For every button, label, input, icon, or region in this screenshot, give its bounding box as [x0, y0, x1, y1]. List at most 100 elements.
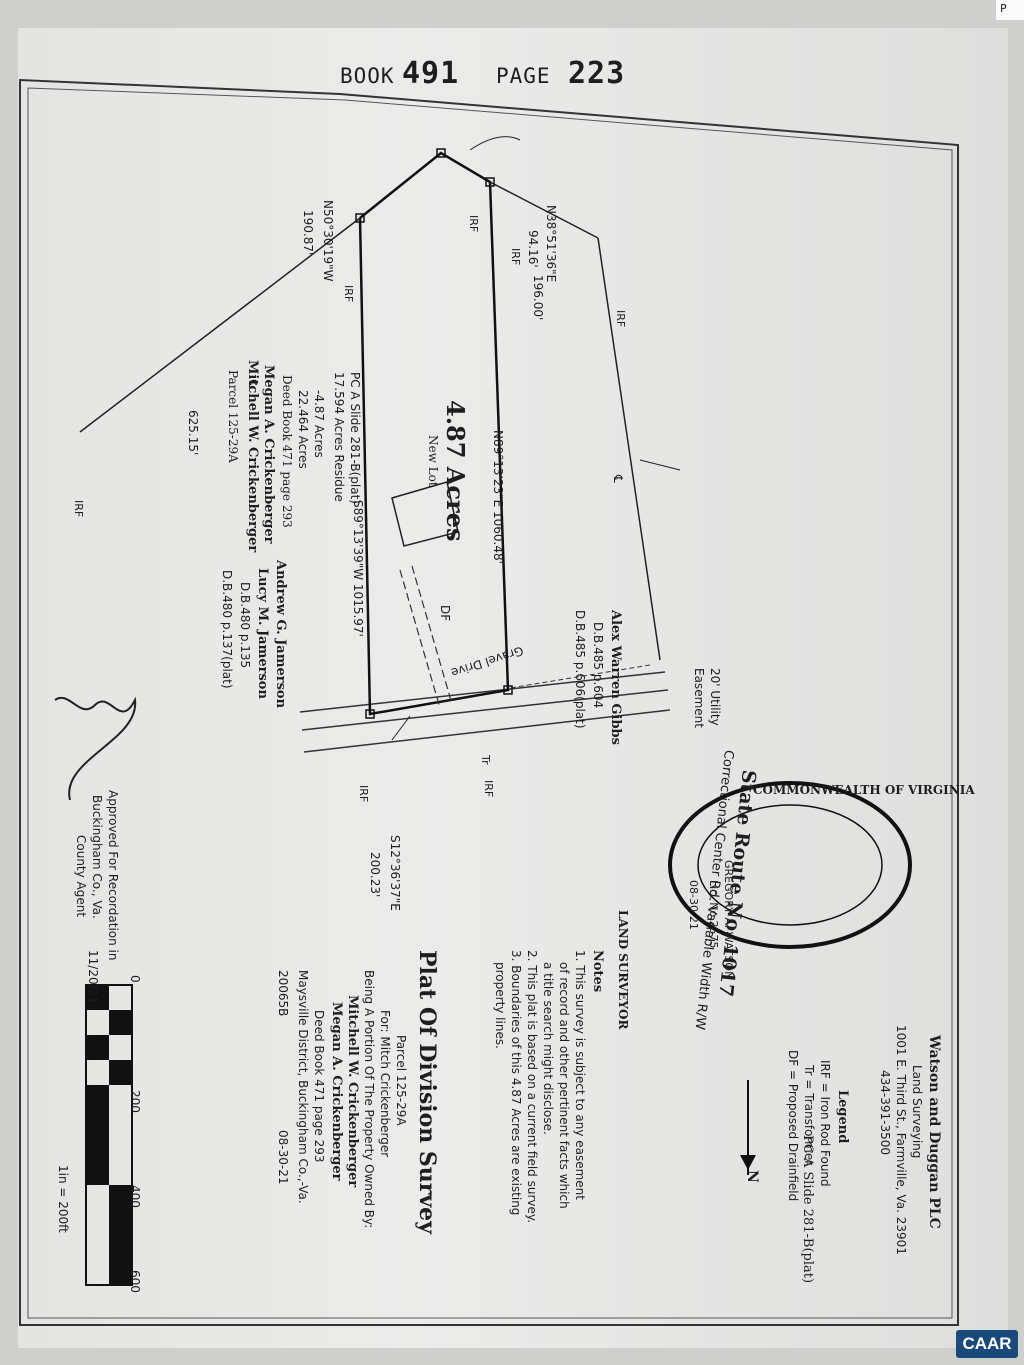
title-owner-2: Megan A. Crickenberger	[329, 1002, 344, 1181]
bearing-s12: S12°36'37"E	[388, 835, 402, 911]
approval-line-2: Buckingham Co., Va.	[90, 795, 104, 919]
bearing-n89: N89°13'23"E 1060.48'	[491, 430, 505, 564]
distance-196: 196.00'	[531, 275, 545, 321]
parcel-line	[597, 237, 661, 661]
distance-625: 625.15'	[186, 410, 200, 456]
page-label: PAGE	[496, 64, 551, 88]
lot-acres: 4.87 Acres	[441, 400, 470, 542]
note-3b: property lines.	[493, 962, 507, 1049]
title-for: For: Mitch Crickenberger	[378, 1010, 392, 1158]
slide-reference: PC A Slide 281-B(plat)	[800, 1135, 815, 1284]
plat-border	[19, 78, 959, 1326]
plat-title: Plat Of Division Survey	[414, 950, 440, 1234]
bearing-n50: N50°30'19"W	[321, 200, 335, 282]
tick-mark	[639, 459, 681, 471]
lot-boundary	[358, 151, 510, 716]
irf-label: IRF	[72, 500, 85, 518]
jamerson-deed-2: D.B.480 p.137(plat)	[220, 570, 234, 689]
parcel-deed: Deed Book 471 page 293	[280, 375, 294, 528]
centerline-symbol: ℄	[611, 475, 625, 483]
parcel-number: Parcel 125-29A	[226, 370, 240, 463]
firm-sub: Land Surveying	[910, 1065, 924, 1159]
irf-marker	[365, 709, 375, 719]
note-1a: 1. This survey is subject to any easemen…	[573, 950, 587, 1200]
bearing-n38: N38°51'36"E	[544, 205, 558, 283]
irf-marker	[503, 685, 513, 695]
irf-label: IRF	[357, 785, 370, 803]
book-page-header: BOOK 491 PAGE 223	[340, 56, 660, 104]
title-district: Maysville District, Buckingham Co.,-Va.	[296, 970, 310, 1204]
approval-line-3: County Agent	[74, 835, 88, 918]
leader-arrow	[469, 136, 521, 151]
seal-bottom-text: LAND SURVEYOR	[616, 910, 630, 1030]
note-1b: of record and other pertinent facts whic…	[557, 962, 571, 1209]
title-parcel: Parcel 125-29A	[394, 1035, 408, 1126]
north-arrow-head	[740, 1155, 756, 1170]
parcel-owner-2: Megan A. Crickenberger	[261, 365, 276, 544]
title-owner-1: Mitchell W. Crickenberger	[345, 995, 360, 1188]
road-line	[299, 671, 666, 713]
seal-license: Lic. No.2575	[707, 880, 720, 949]
bearing-n38-distance: 94.16'	[526, 230, 540, 268]
road-line	[301, 689, 669, 731]
easement-label-2: Easement	[692, 668, 706, 728]
legend-irf: IRF = Iron Rod Found	[818, 1060, 832, 1187]
legend-title: Legend	[835, 1090, 850, 1144]
irf-label: IRF	[467, 215, 480, 233]
seal-top-text: COMMONWEALTH OF VIRGINIA	[753, 783, 975, 797]
drainfield-label: DF	[438, 605, 452, 622]
irf-label: IRF	[614, 310, 627, 328]
parcel-residue: 17.594 Acres Residue	[332, 372, 346, 502]
new-lot-label: New Lot	[426, 435, 440, 487]
approval-signature	[54, 696, 137, 801]
book-label: BOOK	[340, 64, 395, 88]
title-date: 08-30-21	[276, 1130, 290, 1185]
notes-title: Notes	[590, 950, 605, 993]
gibbs-deed-2: D.B.485 p.606(plat)	[573, 610, 587, 729]
caar-watermark: CAAR	[956, 1330, 1018, 1358]
title-portion: Being A Portion Of The Property Owned By…	[362, 970, 376, 1229]
scale-label-0: 0	[128, 975, 142, 983]
bearing-s12-distance: 200.23'	[368, 852, 382, 898]
irf-marker	[436, 148, 446, 158]
jamerson-deed-1: D.B.480 p.135	[238, 582, 252, 669]
page-number: 223	[568, 56, 626, 91]
parcel-acres-1: 22.464 Acres	[296, 390, 310, 469]
plat-inner-border	[27, 87, 953, 1319]
legend-df: DF = Proposed Drainfield	[786, 1050, 800, 1202]
jamerson-name-2: Lucy M. Jamerson	[255, 568, 270, 699]
irf-label: IRF	[509, 248, 522, 266]
irf-marker	[355, 213, 365, 223]
gravel-drive-label: Gravel Drive	[449, 643, 526, 680]
note-2: 2. This plat is based on a current field…	[525, 950, 539, 1224]
surveyor-seal	[668, 781, 912, 949]
parcel-slide: PC A Slide 281-B(plat)	[348, 372, 362, 504]
approval-date: 11/20/21	[86, 950, 100, 1004]
corner-tag: P	[996, 0, 1024, 20]
easement-label-1: 20' Utility	[708, 668, 722, 726]
irf-label: IRF	[342, 285, 355, 303]
bearing-n50-distance: 190.87'	[301, 210, 315, 256]
scale-label-400: 400	[128, 1185, 142, 1208]
note-3a: 3. Boundaries of this 4.87 Acres are exi…	[509, 950, 523, 1216]
seal-date: 08-30-21	[687, 880, 700, 930]
parcel-owner-1: Mitchell W. Crickenberger	[245, 360, 260, 553]
jamerson-name-1: Andrew G. Jamerson	[273, 560, 288, 709]
road-line	[303, 709, 671, 753]
gibbs-deed-1: D.B.485 p.604	[591, 622, 605, 709]
parcel-line	[79, 217, 361, 433]
note-1c: a title search might disclose.	[541, 962, 555, 1135]
book-number: 491	[402, 56, 460, 91]
scale-label-200: 200	[128, 1090, 142, 1113]
centerline-symbol: ℄	[246, 380, 260, 388]
gibbs-name: Alex Warren Gibbs	[608, 610, 623, 745]
scale-label-600: 600	[128, 1270, 142, 1293]
north-label: N	[744, 1170, 760, 1183]
title-deed: Deed Book 471 page 293	[312, 1010, 326, 1163]
firm-address: 1001 E. Third St., Farmville, Va. 23901	[894, 1025, 908, 1255]
rotated-plat-text: Parcel 125-29A Mitchell W. Crickenberger…	[40, 90, 975, 1355]
irf-label: IRF	[482, 780, 495, 798]
firm-name: Watson and Duggan PLC	[926, 1035, 942, 1229]
bearing-s89: S89°13'39"W 1015.97'	[351, 500, 365, 637]
leader-arrow	[391, 715, 411, 741]
